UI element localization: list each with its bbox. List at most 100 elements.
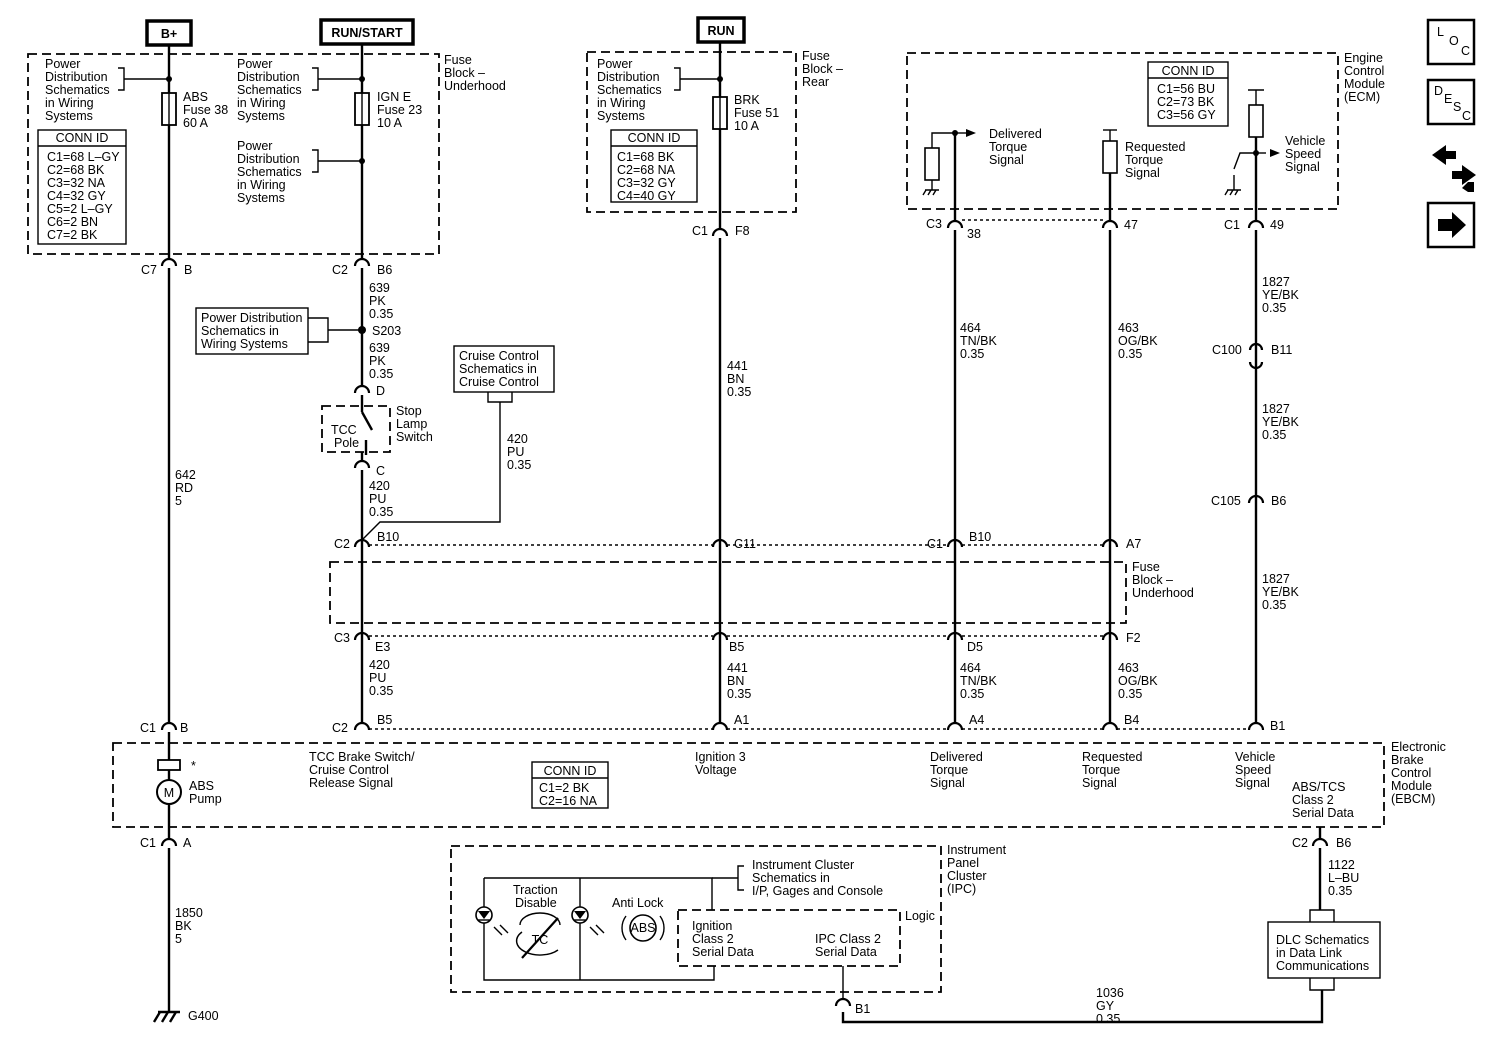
svg-text:G400: G400 (188, 1009, 219, 1023)
svg-text:60 A: 60 A (183, 116, 209, 130)
svg-text:Signal: Signal (989, 153, 1024, 167)
svg-text:639: 639 (369, 281, 390, 295)
fuse-block-rear (586, 51, 797, 213)
svg-text:C3: C3 (926, 217, 942, 231)
cruise-control-ref: Cruise Control Schematics in Cruise Cont… (361, 345, 555, 541)
ecm-vehicle-speed: Vehicle Speed Signal (1224, 89, 1325, 196)
svg-text:0.35: 0.35 (1096, 1012, 1120, 1026)
svg-text:C1=68 BK: C1=68 BK (617, 150, 675, 164)
svg-text:in Wiring: in Wiring (597, 96, 646, 110)
svg-text:Cruise Control: Cruise Control (459, 349, 539, 363)
tools-icon[interactable] (1432, 145, 1476, 192)
svg-text:S: S (1453, 100, 1461, 114)
svg-text:C1: C1 (692, 224, 708, 238)
svg-text:(ECM): (ECM) (1344, 90, 1380, 104)
svg-text:1827: 1827 (1262, 402, 1290, 416)
wire-1850: 1850 BK 5 (175, 906, 203, 946)
svg-text:1827: 1827 (1262, 275, 1290, 289)
ecm-box (906, 52, 1339, 210)
svg-text:C6=2 BN: C6=2 BN (47, 215, 98, 229)
svg-text:BN: BN (727, 674, 744, 688)
svg-text:0.35: 0.35 (1118, 687, 1142, 701)
svg-text:B1: B1 (855, 1002, 870, 1016)
svg-text:IPC Class 2: IPC Class 2 (815, 932, 881, 946)
svg-text:Torque: Torque (989, 140, 1027, 154)
svg-text:D: D (376, 384, 385, 398)
svg-text:Fuse: Fuse (1132, 560, 1160, 574)
svg-text:Underhood: Underhood (1132, 586, 1194, 600)
conn-id-rear: CONN ID C1=68 BK C2=68 NA C3=32 GY C4=40… (610, 129, 698, 203)
svg-text:C1=2 BK: C1=2 BK (539, 781, 590, 795)
svg-text:PK: PK (369, 294, 386, 308)
svg-text:Lamp: Lamp (396, 417, 427, 431)
svg-text:in Data Link: in Data Link (1276, 946, 1343, 960)
svg-text:47: 47 (1124, 218, 1138, 232)
svg-text:Pump: Pump (189, 792, 222, 806)
svg-text:PU: PU (369, 492, 386, 506)
svg-text:0.35: 0.35 (727, 385, 751, 399)
svg-text:B1: B1 (1270, 719, 1285, 733)
svg-text:C: C (376, 464, 385, 478)
traction-disable-indicator: Traction Disable TC (475, 883, 561, 959)
svg-text:Control: Control (1344, 64, 1384, 78)
ipc-schematics-ref: Instrument Cluster Schematics in I/P, Ga… (712, 858, 883, 898)
wire-441b: 441 BN 0.35 (727, 661, 751, 701)
svg-text:Delivered: Delivered (989, 127, 1042, 141)
fuse-block-underhood-top (27, 53, 440, 255)
loc-button[interactable]: L O C (1426, 18, 1476, 66)
abs-pump: * M ABS Pump (156, 732, 222, 838)
svg-text:464: 464 (960, 661, 981, 675)
svg-text:Release Signal: Release Signal (309, 776, 393, 790)
desc-button[interactable]: D E S C (1426, 78, 1476, 126)
svg-text:Schematics: Schematics (237, 165, 302, 179)
svg-text:Voltage: Voltage (695, 763, 737, 777)
svg-text:C3=32 GY: C3=32 GY (617, 176, 676, 190)
svg-text:C2=16 NA: C2=16 NA (539, 794, 598, 808)
svg-text:TN/BK: TN/BK (960, 334, 997, 348)
svg-text:L: L (1437, 25, 1444, 39)
fuse-abs: ABS Fuse 38 60 A (161, 90, 228, 130)
svg-text:420: 420 (507, 432, 528, 446)
ebcm-ign3: Ignition 3 Voltage (695, 750, 746, 777)
svg-text:PU: PU (369, 671, 386, 685)
ecm-delivered-torque: Delivered Torque Signal (922, 127, 1042, 196)
svg-text:A: A (183, 836, 192, 850)
svg-text:441: 441 (727, 661, 748, 675)
svg-text:Module: Module (1344, 77, 1385, 91)
pds-ref-3: Power Distribution Schematics in Wiring … (237, 139, 365, 205)
svg-text:Schematics in: Schematics in (201, 324, 279, 338)
svg-text:F8: F8 (735, 224, 750, 238)
svg-text:Vehicle: Vehicle (1235, 750, 1275, 764)
next-arrow-button[interactable] (1426, 201, 1476, 249)
svg-text:C: C (1462, 109, 1471, 123)
svg-text:Class 2: Class 2 (692, 932, 734, 946)
svg-text:CONN ID: CONN ID (628, 131, 681, 145)
pds-ref-2: Power Distribution Schematics in Wiring … (237, 57, 365, 123)
wire-1827c: 1827 YE/BK 0.35 (1262, 572, 1299, 612)
svg-text:ABS: ABS (630, 921, 655, 935)
svg-text:Requested: Requested (1082, 750, 1143, 764)
fuse-block-underhood-label: Fuse Block – Underhood (444, 53, 506, 93)
svg-text:Communications: Communications (1276, 959, 1369, 973)
svg-text:B6: B6 (1336, 836, 1351, 850)
svg-text:Power: Power (45, 57, 80, 71)
svg-text:C2=68 NA: C2=68 NA (617, 163, 676, 177)
svg-text:Power Distribution: Power Distribution (201, 311, 302, 325)
wire-420a: 420 PU 0.35 (369, 479, 393, 519)
svg-text:C105: C105 (1211, 494, 1241, 508)
svg-text:Signal: Signal (930, 776, 965, 790)
svg-text:Block –: Block – (444, 66, 485, 80)
svg-text:Engine: Engine (1344, 51, 1383, 65)
svg-text:0.35: 0.35 (369, 307, 393, 321)
svg-text:C2: C2 (1292, 836, 1308, 850)
svg-text:Distribution: Distribution (597, 70, 660, 84)
svg-text:O: O (1449, 34, 1459, 48)
svg-text:C100: C100 (1212, 343, 1242, 357)
svg-text:Speed: Speed (1235, 763, 1271, 777)
svg-text:D: D (1434, 84, 1443, 98)
svg-text:C3: C3 (334, 631, 350, 645)
svg-text:Switch: Switch (396, 430, 433, 444)
svg-text:ABS: ABS (183, 90, 208, 104)
svg-text:Schematics in: Schematics in (752, 871, 830, 885)
